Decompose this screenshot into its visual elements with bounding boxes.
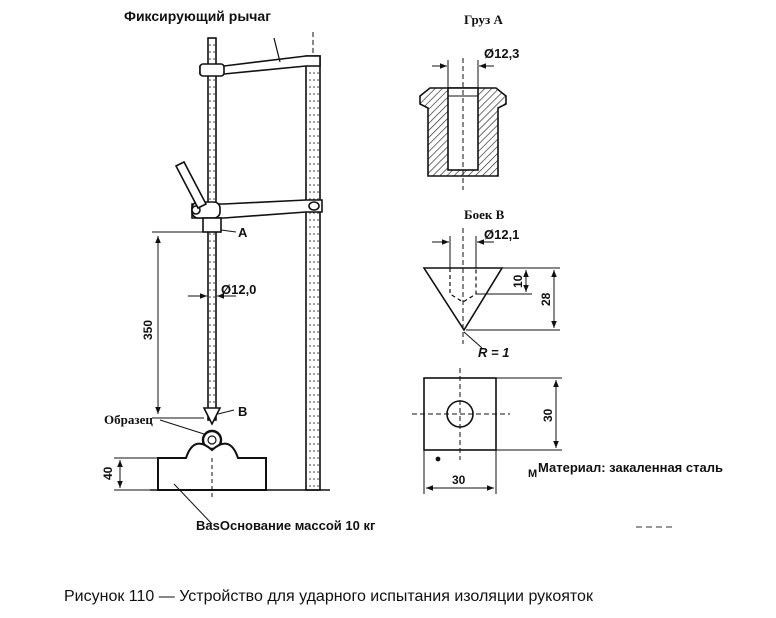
label-rod-diameter: Ø12,0 [221, 282, 256, 297]
label-height-40: 40 [101, 466, 115, 480]
label-striker-b: Боек В [464, 207, 505, 222]
striker-tip [202, 407, 222, 426]
label-dim-28: 28 [539, 292, 553, 306]
label-point-a: A [238, 225, 248, 240]
label-dim-10: 10 [511, 274, 525, 288]
weight-a-drawing [419, 58, 507, 190]
striker-top-view [412, 368, 562, 494]
label-fixing-lever: Фиксирующий рычаг [124, 8, 271, 24]
label-weight-a-diameter: Ø12,3 [484, 46, 519, 61]
label-dim-30-vertical: 30 [541, 408, 555, 422]
weight-collar [202, 217, 222, 233]
label-height-350: 350 [141, 320, 155, 340]
label-point-b: B [238, 404, 247, 419]
label-material: Материал: закаленная сталь [538, 460, 723, 475]
label-sample: Образец [104, 412, 153, 427]
label-striker-diameter: Ø12,1 [484, 227, 519, 242]
striker-bore [449, 268, 477, 303]
apparatus [114, 32, 330, 525]
release-handle [174, 160, 208, 210]
label-base: BasОснование массой 10 кг [196, 518, 376, 533]
label-material-prefix: M [528, 468, 537, 480]
stand-column [305, 55, 321, 491]
figure-caption: Рисунок 110 — Устройство для ударного ис… [64, 588, 593, 605]
label-dim-30-horizontal: 30 [452, 473, 466, 487]
label-radius: R = 1 [478, 345, 509, 360]
striker-b-drawing [422, 228, 560, 349]
label-weight-a: Груз А [464, 12, 503, 27]
